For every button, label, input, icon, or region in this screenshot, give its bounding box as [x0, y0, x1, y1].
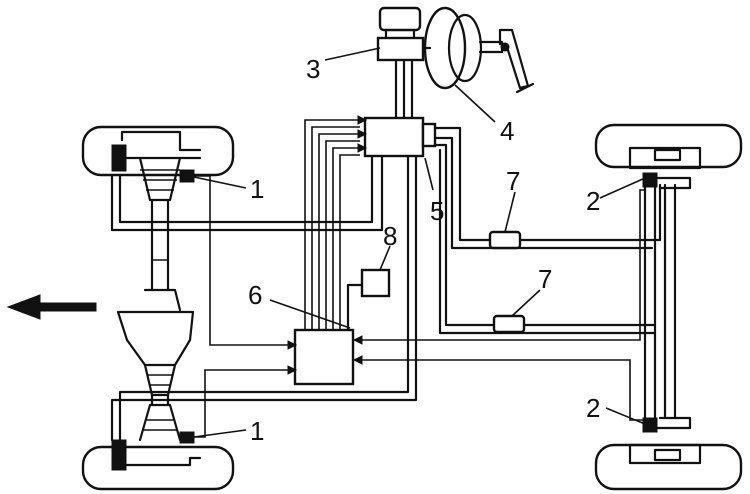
label-valve-upper: 7 [506, 166, 520, 196]
rear-axle [643, 183, 677, 420]
leader-lines [193, 47, 646, 438]
brake-pedal [498, 28, 535, 94]
master-cylinder [376, 6, 425, 120]
sensor-wires [194, 175, 645, 438]
label-relay: 8 [383, 221, 397, 251]
label-sensor-rear-left: 1 [250, 416, 264, 446]
label-sensor-rear-right: 2 [586, 393, 600, 423]
label-master-cylinder: 3 [306, 54, 320, 84]
label-modulator: 5 [430, 196, 444, 226]
brake-lines [110, 126, 662, 442]
wiring-bundle [304, 115, 368, 330]
rear-right-wheel [594, 416, 743, 491]
front-right-wheel [594, 123, 743, 190]
label-valve-lower: 7 [538, 264, 552, 294]
brake-booster [421, 6, 504, 90]
hydraulic-modulator [363, 116, 437, 158]
label-sensor-front-left: 1 [250, 174, 264, 204]
rear-left-wheel [81, 403, 235, 491]
arrow-left-icon [6, 294, 97, 320]
relay-box [346, 268, 391, 332]
label-sensor-front-right: 2 [586, 186, 600, 216]
control-unit [293, 328, 355, 386]
label-control-unit: 6 [248, 280, 262, 310]
front-left-wheel [81, 125, 235, 202]
label-brake-booster: 4 [500, 116, 514, 146]
